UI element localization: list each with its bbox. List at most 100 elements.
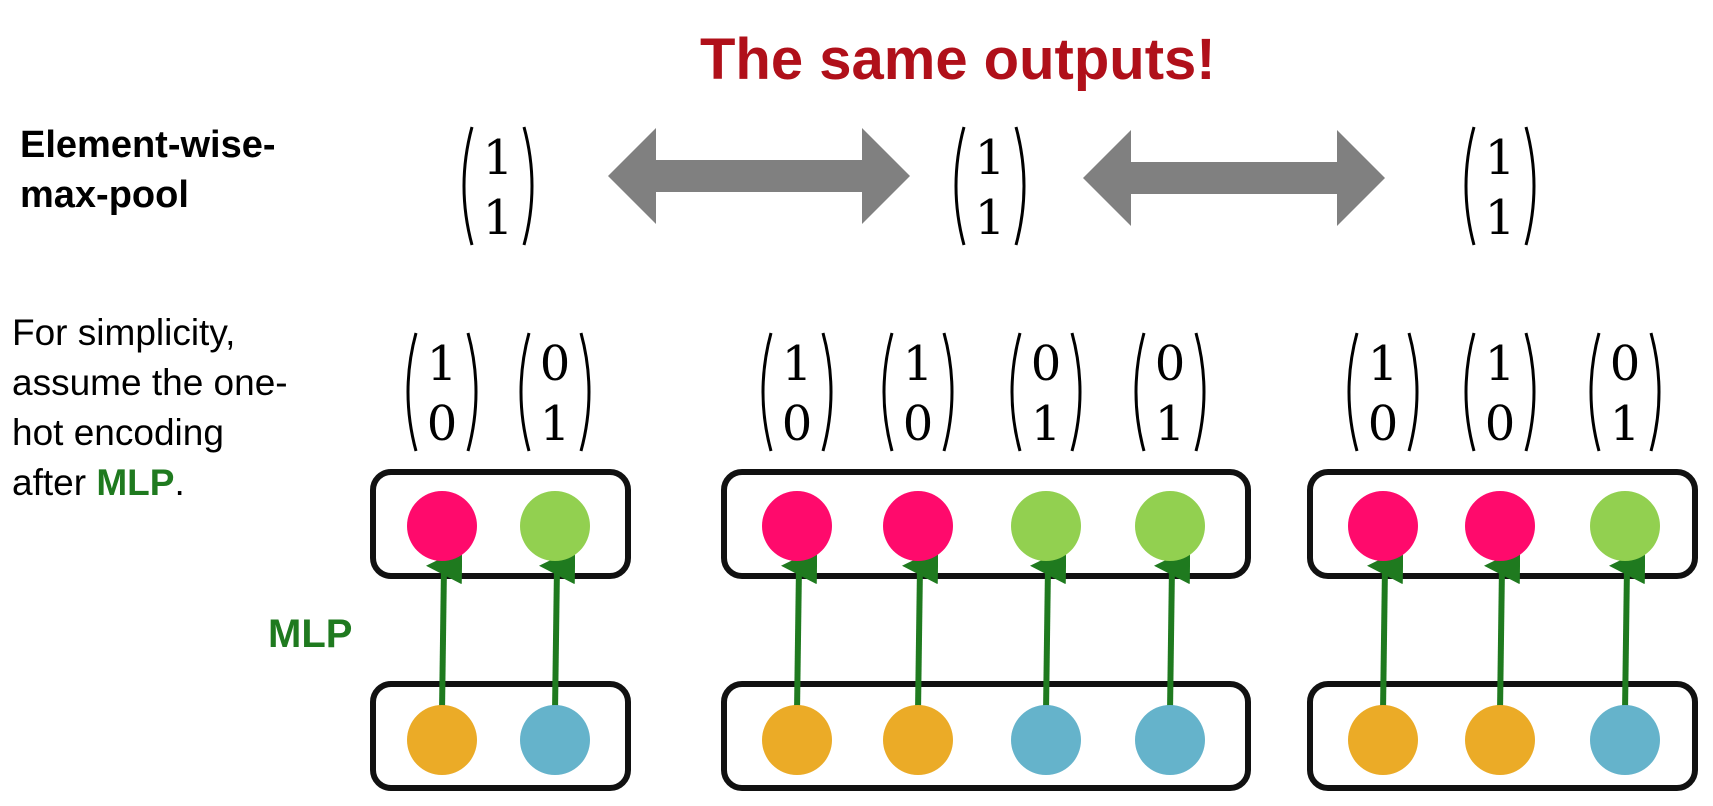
- simplicity-note: For simplicity, assume the one- hot enco…: [12, 308, 352, 508]
- group-3-mlp-arrow-3: [1609, 548, 1646, 713]
- group-2-lower-node-1: [762, 705, 832, 775]
- group-2-vector-1-left-paren: [761, 332, 773, 452]
- output-vector-3-top: 1: [1485, 130, 1516, 186]
- output-vector-1-top: 1: [483, 130, 514, 186]
- mlp-side-label: MLP: [268, 612, 353, 656]
- group-1-vector-1: 10: [406, 332, 478, 452]
- group-2-mlp-arrow-2: [902, 548, 939, 713]
- group-2-vector-1: 10: [761, 332, 833, 452]
- group-2-vector-4: 01: [1134, 332, 1206, 452]
- group-3-lower-node-1: [1348, 705, 1418, 775]
- group-1-upper-node-1: [407, 491, 477, 561]
- group-2-vector-3-left-paren: [1010, 332, 1022, 452]
- group-2-vector-1-bottom: 0: [782, 396, 813, 452]
- group-2-vector-1-right-paren: [821, 332, 833, 452]
- output-vector-2-right-paren: [1014, 126, 1026, 246]
- group-2-vector-2-top: 1: [903, 336, 934, 392]
- group-1-vector-1-left-paren: [406, 332, 418, 452]
- simplicity-period: .: [174, 462, 185, 503]
- group-1: [370, 469, 631, 791]
- group-3-vector-2-left-paren: [1464, 332, 1476, 452]
- group-2-upper-node-1: [762, 491, 832, 561]
- simplicity-line-1: For simplicity,: [12, 312, 236, 353]
- output-vector-1-left-paren: [462, 126, 474, 246]
- group-2-vector-3-bottom: 1: [1031, 396, 1062, 452]
- group-2-vector-4-top: 0: [1155, 336, 1186, 392]
- group-1-vector-2: 01: [519, 332, 591, 452]
- simplicity-line-2: assume the one-: [12, 362, 288, 403]
- group-1-vector-2-left-paren: [519, 332, 531, 452]
- simplicity-line-3: hot encoding: [12, 412, 224, 453]
- output-vector-3: 11: [1464, 126, 1536, 246]
- group-2-lower-node-3: [1011, 705, 1081, 775]
- group-2-upper-node-4: [1135, 491, 1205, 561]
- group-3-vector-2-bottom: 0: [1485, 396, 1516, 452]
- group-2-vector-2: 10: [882, 332, 954, 452]
- group-1-upper-box: [370, 469, 631, 579]
- output-vector-3-right-paren: [1524, 126, 1536, 246]
- group-3-upper-node-1: [1348, 491, 1418, 561]
- simplicity-after: after: [12, 462, 97, 503]
- group-3-mlp-arrow-2: [1484, 548, 1521, 713]
- group-2: [721, 469, 1251, 791]
- group-2-upper-node-3: [1011, 491, 1081, 561]
- output-vector-3-bottom: 1: [1485, 190, 1516, 246]
- group-3-vector-3: 01: [1589, 332, 1661, 452]
- group-3-vector-1: 10: [1347, 332, 1419, 452]
- simplicity-line-4: after MLP.: [12, 458, 352, 508]
- group-3-vector-3-top: 0: [1610, 336, 1641, 392]
- group-2-vector-2-left-paren: [882, 332, 894, 452]
- group-1-vector-2-right-paren: [579, 332, 591, 452]
- simplicity-mlp-word: MLP: [96, 462, 175, 503]
- group-3-vector-3-bottom: 1: [1610, 396, 1641, 452]
- group-3-vector-2-top: 1: [1485, 336, 1516, 392]
- group-2-mlp-arrow-3: [1030, 548, 1067, 713]
- output-vector-1: 11: [462, 126, 534, 246]
- group-2-lower-node-4: [1135, 705, 1205, 775]
- group-2-vector-2-bottom: 0: [903, 396, 934, 452]
- group-2-vector-3-right-paren: [1070, 332, 1082, 452]
- group-2-vector-3: 01: [1010, 332, 1082, 452]
- group-1-vector-2-top: 0: [540, 336, 571, 392]
- group-3-vector-1-top: 1: [1368, 336, 1399, 392]
- group-3-vector-3-right-paren: [1649, 332, 1661, 452]
- group-3-vector-3-left-paren: [1589, 332, 1601, 452]
- group-1-mlp-arrow-2: [539, 548, 576, 713]
- group-2-mlp-arrow-1: [781, 548, 818, 713]
- group-3-vector-1-right-paren: [1407, 332, 1419, 452]
- group-3-vector-2-right-paren: [1524, 332, 1536, 452]
- group-1-upper-node-2: [520, 491, 590, 561]
- output-vector-2-top: 1: [975, 130, 1006, 186]
- group-1-lower-node-2: [520, 705, 590, 775]
- group-3-vector-1-bottom: 0: [1368, 396, 1399, 452]
- group-2-vector-4-bottom: 1: [1155, 396, 1186, 452]
- group-3-mlp-arrow-1: [1367, 548, 1404, 713]
- double-arrow-2: [1083, 130, 1385, 226]
- pool-label: Element-wise- max-pool: [20, 120, 340, 220]
- group-2-upper-box: [721, 469, 1251, 579]
- group-2-vector-2-right-paren: [942, 332, 954, 452]
- output-vector-3-left-paren: [1464, 126, 1476, 246]
- group-2-vector-4-left-paren: [1134, 332, 1146, 452]
- group-3-upper-node-3: [1590, 491, 1660, 561]
- group-1-vector-1-top: 1: [427, 336, 458, 392]
- headline: The same outputs!: [700, 27, 1216, 92]
- pool-label-line-1: Element-wise-: [20, 124, 276, 166]
- group-3: [1307, 469, 1698, 791]
- double-arrow-1: [608, 128, 910, 224]
- output-vector-2-left-paren: [954, 126, 966, 246]
- group-3-vector-2: 10: [1464, 332, 1536, 452]
- group-1-vector-1-bottom: 0: [427, 396, 458, 452]
- group-3-upper-node-2: [1465, 491, 1535, 561]
- group-1-vector-2-bottom: 1: [540, 396, 571, 452]
- group-2-vector-4-right-paren: [1194, 332, 1206, 452]
- group-1-lower-node-1: [407, 705, 477, 775]
- group-2-lower-node-2: [883, 705, 953, 775]
- group-3-lower-node-2: [1465, 705, 1535, 775]
- group-1-vector-1-right-paren: [466, 332, 478, 452]
- group-1-lower-box: [370, 681, 631, 791]
- output-vector-2: 11: [954, 126, 1026, 246]
- group-2-upper-node-2: [883, 491, 953, 561]
- group-2-vector-1-top: 1: [782, 336, 813, 392]
